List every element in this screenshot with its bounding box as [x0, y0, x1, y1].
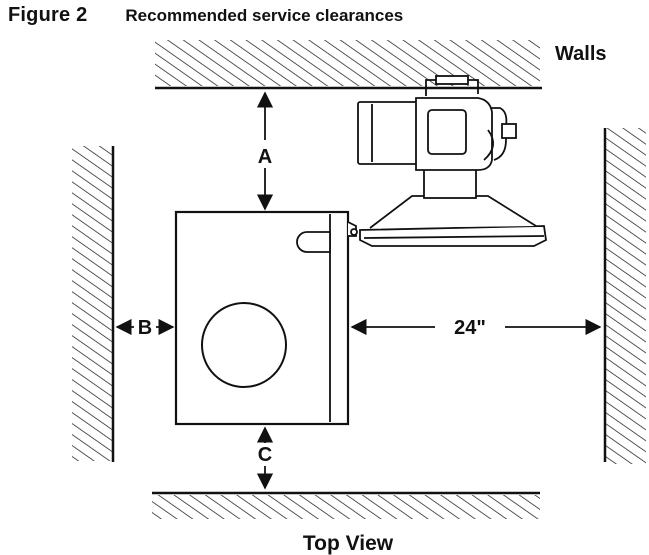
figure-header: Figure 2 Recommended service clearances — [8, 4, 403, 34]
clearance-c-label: C — [258, 444, 272, 466]
clearance-a-label: A — [258, 146, 272, 168]
clearance-b-label: B — [138, 317, 152, 339]
wall-top — [155, 40, 542, 90]
wall-bottom — [152, 491, 540, 519]
burner-assembly — [347, 75, 547, 247]
flue-port-circle — [201, 302, 287, 388]
wall-right — [603, 128, 646, 464]
clearance-right-label: 24" — [454, 317, 486, 339]
appliance-body — [174, 210, 350, 426]
top-view-label: Top View — [303, 532, 394, 555]
figure-number: Figure 2 — [8, 4, 88, 26]
wall-left — [72, 146, 115, 462]
figure-caption: Recommended service clearances — [125, 6, 404, 25]
walls-label: Walls — [555, 43, 607, 65]
